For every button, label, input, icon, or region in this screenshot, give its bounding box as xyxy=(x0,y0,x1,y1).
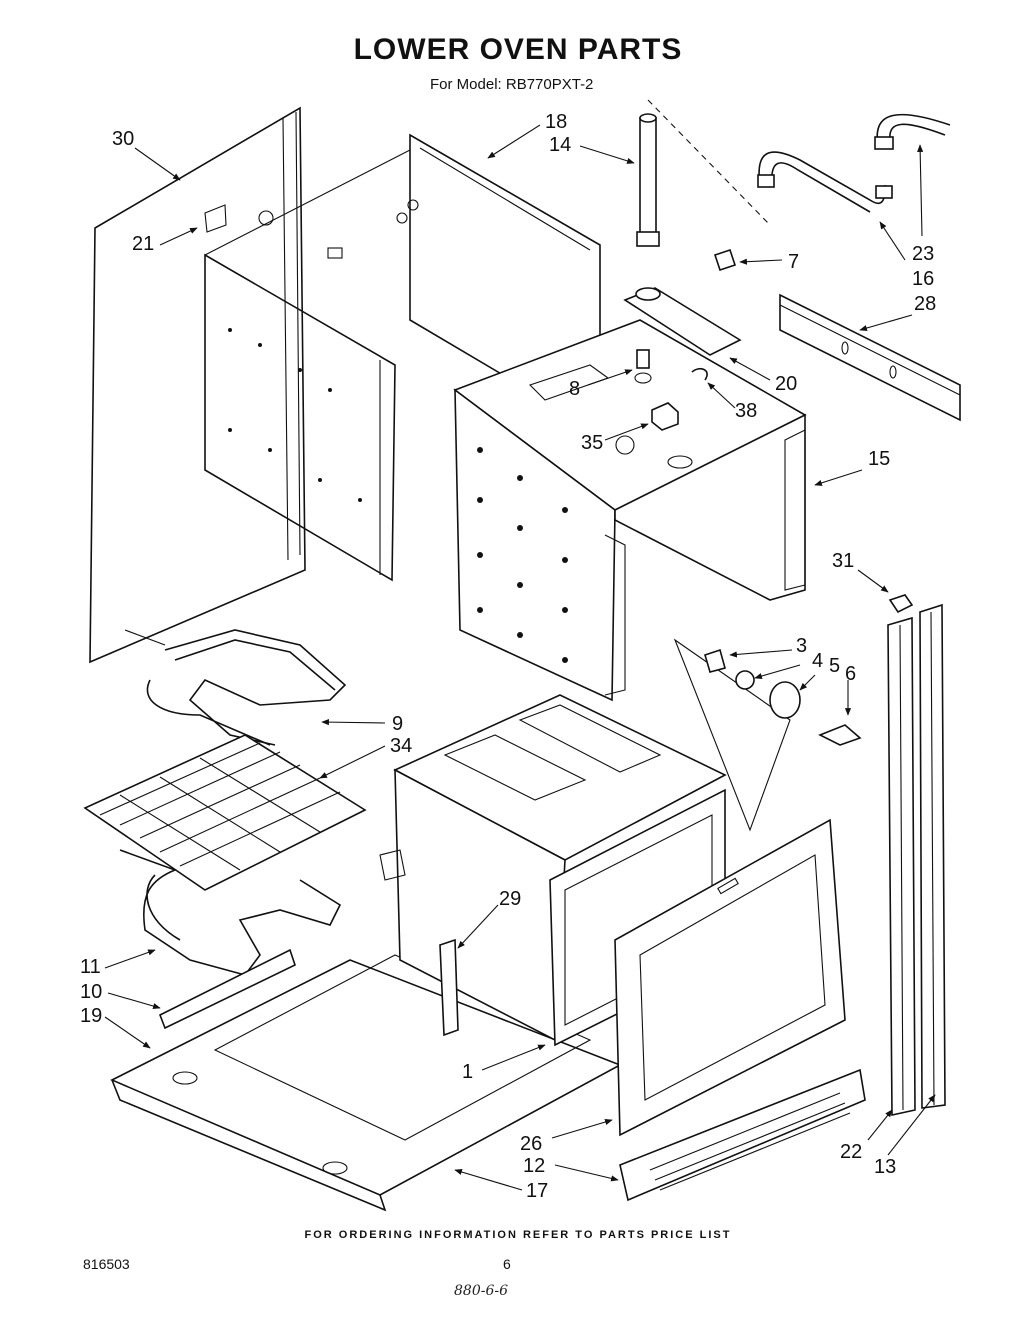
part-12-vent-panel xyxy=(619,1068,866,1202)
callout-label: 6 xyxy=(845,663,856,685)
callout-label: 31 xyxy=(832,550,854,572)
part-20-burner-box xyxy=(623,287,742,356)
part-13-door-trim xyxy=(919,603,946,1109)
handwritten-note: 880-6-6 xyxy=(454,1283,508,1299)
callout-label: 35 xyxy=(581,432,603,454)
part-22-door-trim xyxy=(887,616,916,1116)
part-7-clip xyxy=(713,248,737,272)
page-number: 6 xyxy=(503,1256,511,1272)
callout-label: 29 xyxy=(499,888,521,910)
part-38-clip xyxy=(691,368,708,381)
callout-label: 12 xyxy=(523,1155,545,1177)
part-15-oven-housing xyxy=(453,319,807,702)
callout-leaders xyxy=(104,99,936,1191)
page-title: LOWER OVEN PARTS xyxy=(353,33,683,66)
callout-labels: 30 21 18 14 7 23 16 28 20 8 38 35 15 31 … xyxy=(80,111,936,1202)
ordering-footer-note: FOR ORDERING INFORMATION REFER TO PARTS … xyxy=(304,1229,732,1241)
callout-label: 30 xyxy=(112,128,134,150)
callout-label: 26 xyxy=(520,1133,542,1155)
callout-label: 1 xyxy=(462,1061,473,1083)
light-assembly xyxy=(673,638,862,832)
model-subtitle: For Model: RB770PXT-2 xyxy=(430,76,594,93)
part-11-bake-element xyxy=(119,849,342,976)
callout-label: 11 xyxy=(80,956,101,978)
callout-label: 17 xyxy=(526,1180,548,1202)
callout-label: 14 xyxy=(549,134,571,156)
part-14-pipe xyxy=(636,113,660,247)
callout-label: 23 xyxy=(912,243,934,265)
callout-label: 22 xyxy=(840,1141,862,1163)
callout-label: 18 xyxy=(545,111,567,133)
part-8-orifice xyxy=(634,349,652,384)
part-10-bracket xyxy=(158,948,296,1030)
part-28-bracket xyxy=(779,293,961,422)
callout-label: 15 xyxy=(868,448,890,470)
callout-label: 9 xyxy=(392,713,403,735)
callout-label: 13 xyxy=(874,1156,896,1178)
callout-label: 19 xyxy=(80,1005,102,1027)
part-23-flue-hose xyxy=(757,113,951,213)
callout-label: 10 xyxy=(80,981,102,1003)
callout-label: 28 xyxy=(914,293,936,315)
callout-label: 8 xyxy=(569,378,580,400)
part-19-oven-bottom xyxy=(110,954,622,1212)
part-34-oven-rack xyxy=(83,734,367,891)
part-30-rear-panel xyxy=(89,106,306,664)
callout-label: 21 xyxy=(132,233,154,255)
document-number: 816503 xyxy=(83,1256,130,1272)
part-9-broil-element xyxy=(124,629,347,746)
callout-label: 3 xyxy=(796,635,807,657)
callout-label: 4 xyxy=(812,650,823,672)
part-31-cap xyxy=(888,594,914,614)
part-35-switch xyxy=(651,402,679,431)
callout-label: 20 xyxy=(775,373,797,395)
callout-label: 38 xyxy=(735,400,757,422)
callout-label: 5 xyxy=(829,655,840,677)
part-29-hinge xyxy=(439,938,459,1037)
callout-label: 7 xyxy=(788,251,799,273)
callout-label: 34 xyxy=(390,735,412,757)
callout-label: 16 xyxy=(912,268,934,290)
part-26-front-frame xyxy=(614,818,846,1137)
